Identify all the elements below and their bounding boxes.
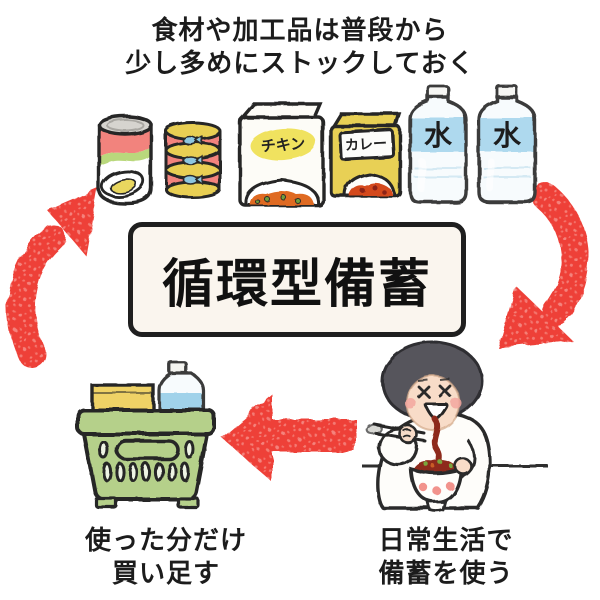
restock-arrow-icon bbox=[221, 394, 356, 482]
cycle-arrow-down-icon bbox=[498, 182, 590, 348]
bottom-left-caption-line2: 買い足す bbox=[111, 558, 220, 589]
water-bottle-icon: 水 bbox=[477, 84, 537, 204]
canned-fish-stack-icon bbox=[164, 121, 222, 199]
bottom-right-caption-line2: 備蓄を使う bbox=[378, 558, 514, 589]
curry-box-icon: カレー bbox=[329, 112, 402, 198]
top-caption-line1: 食材や加工品は普段から bbox=[151, 15, 449, 45]
bottom-left-caption: 使った分だけ 買い足す bbox=[51, 524, 281, 590]
top-caption: 食材や加工品は普段から 少し多めにストックしておく bbox=[0, 14, 600, 80]
curry-box-label: カレー bbox=[345, 135, 388, 153]
water-bottle-icon: 水 bbox=[408, 84, 468, 204]
chicken-pouch-label: チキン bbox=[260, 135, 306, 155]
bottom-right-caption: 日常生活で 備蓄を使う bbox=[336, 524, 556, 590]
water-bottle-label: 水 bbox=[424, 120, 453, 151]
bottom-right-caption-line1: 日常生活で bbox=[378, 525, 514, 555]
cycle-arrow-up-icon bbox=[7, 188, 98, 368]
center-box-label: 循環型備蓄 bbox=[161, 256, 432, 314]
chicken-pouch-icon: チキン bbox=[238, 102, 325, 207]
eating-person-icon bbox=[362, 340, 548, 513]
canned-fruit-icon bbox=[97, 114, 153, 205]
center-box: 循環型備蓄 bbox=[128, 222, 466, 337]
water-bottle-label: 水 bbox=[493, 120, 522, 151]
top-caption-line2: 少し多めにストックしておく bbox=[125, 48, 475, 79]
bottom-left-caption-line1: 使った分だけ bbox=[84, 525, 247, 555]
shopping-basket-icon bbox=[76, 360, 216, 509]
